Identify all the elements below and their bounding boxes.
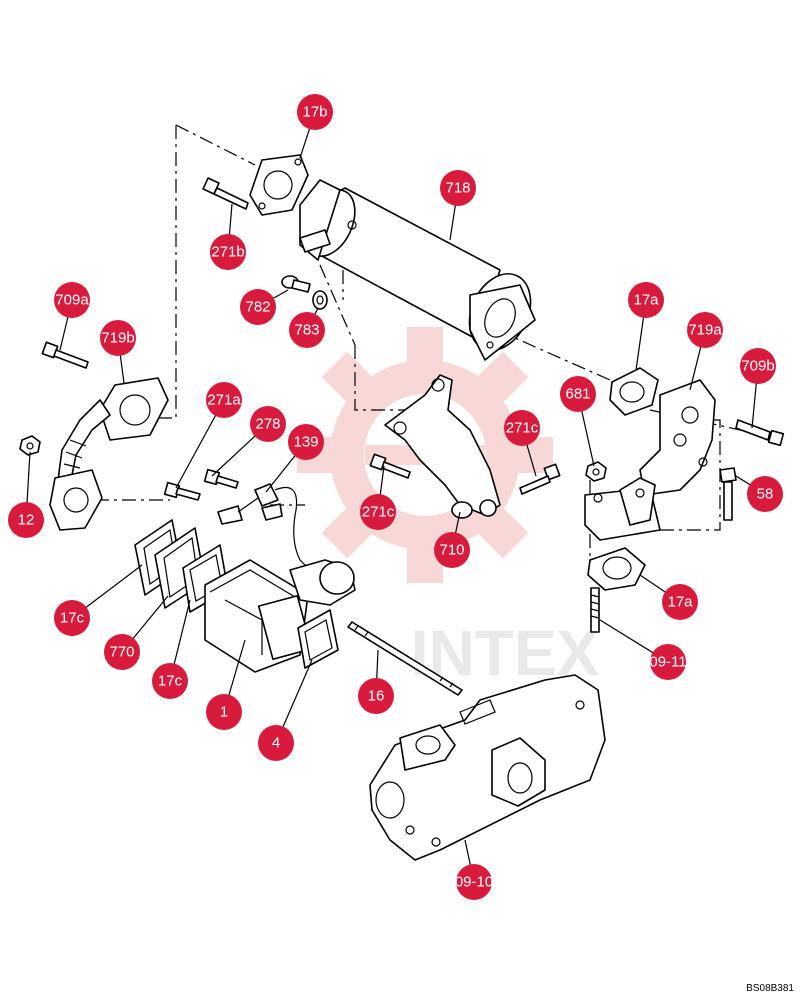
- callout-709a[interactable]: 709a: [54, 282, 90, 318]
- callout-1[interactable]: 1: [206, 694, 242, 730]
- callout-4[interactable]: 4: [258, 725, 294, 761]
- nut-12: [19, 435, 41, 456]
- svg-text:719a: 719a: [688, 322, 722, 339]
- svg-text:17b: 17b: [302, 104, 327, 121]
- callout-770[interactable]: 770: [104, 634, 140, 670]
- reference-code: BS08B381: [746, 983, 794, 994]
- svg-text:719b: 719b: [101, 330, 134, 347]
- svg-text:4: 4: [272, 735, 280, 752]
- callout-09-10[interactable]: 09-10: [455, 864, 493, 900]
- callout-718[interactable]: 718: [440, 170, 476, 206]
- callout-783[interactable]: 783: [289, 312, 325, 348]
- svg-text:718: 718: [445, 180, 470, 197]
- callout-58[interactable]: 58: [747, 476, 783, 512]
- callout-271c-right[interactable]: 271c: [504, 410, 540, 446]
- svg-text:12: 12: [18, 512, 35, 529]
- svg-text:782: 782: [245, 299, 270, 316]
- egr-valve-1: [204, 559, 356, 673]
- bolt-271a: [163, 481, 201, 501]
- svg-text:139: 139: [293, 434, 318, 451]
- svg-text:709a: 709a: [55, 292, 89, 309]
- callout-719a[interactable]: 719a: [687, 312, 723, 348]
- elbow-719a: [639, 379, 716, 496]
- callout-271a[interactable]: 271a: [206, 382, 242, 418]
- long-stud-16: [347, 621, 463, 696]
- svg-text:09-10: 09-10: [455, 874, 493, 891]
- svg-text:17c: 17c: [158, 673, 183, 690]
- stud-09-11: [590, 587, 600, 633]
- washer-783: [312, 290, 328, 310]
- gasket-17a-bottom: [587, 547, 646, 591]
- bolt-58: [719, 467, 737, 521]
- callout-782[interactable]: 782: [240, 289, 276, 325]
- svg-text:17a: 17a: [633, 292, 659, 309]
- pipe-719b: [49, 377, 169, 531]
- bolt-278: [203, 468, 239, 489]
- callout-139[interactable]: 139: [288, 424, 324, 460]
- bolt-271c-right: [519, 463, 561, 495]
- svg-text:1: 1: [220, 704, 228, 721]
- bolt-271b: [202, 177, 249, 210]
- svg-text:278: 278: [255, 416, 280, 433]
- svg-text:681: 681: [565, 386, 590, 403]
- bolt-709b: [735, 419, 785, 447]
- svg-text:710: 710: [439, 542, 464, 559]
- callout-278[interactable]: 278: [250, 406, 286, 442]
- svg-text:770: 770: [109, 644, 134, 661]
- callout-17c-left[interactable]: 17c: [54, 600, 90, 636]
- svg-text:271c: 271c: [362, 504, 395, 521]
- svg-text:58: 58: [757, 486, 774, 503]
- bolt-709a: [41, 341, 89, 369]
- svg-text:17a: 17a: [667, 594, 693, 611]
- svg-text:271a: 271a: [207, 392, 241, 409]
- callout-17c[interactable]: 17c: [152, 663, 188, 699]
- bolt-271c: [369, 453, 411, 479]
- sensor-harness-139: [217, 483, 311, 571]
- bolt-782: [281, 275, 311, 293]
- callout-17b[interactable]: 17b: [297, 94, 333, 130]
- bracket-710: [384, 374, 501, 519]
- svg-text:271c: 271c: [506, 420, 539, 437]
- callout-681[interactable]: 681: [560, 376, 596, 412]
- svg-text:271b: 271b: [211, 244, 244, 261]
- svg-text:783: 783: [294, 322, 319, 339]
- callout-16[interactable]: 16: [358, 678, 394, 714]
- callout-17a-top[interactable]: 17a: [628, 282, 664, 318]
- callout-17a-bottom[interactable]: 17a: [662, 584, 698, 620]
- callout-271b[interactable]: 271b: [210, 234, 246, 270]
- callout-710[interactable]: 710: [434, 532, 470, 568]
- exhaust-manifold-09-10: [369, 674, 606, 861]
- callout-271c[interactable]: 271c: [360, 494, 396, 530]
- svg-text:709b: 709b: [741, 358, 774, 375]
- gasket-17b: [249, 154, 309, 216]
- nut-681: [585, 461, 607, 482]
- callout-09-11[interactable]: 09-11: [649, 644, 687, 680]
- svg-text:09-11: 09-11: [649, 654, 686, 671]
- outlet-bracket: [584, 477, 661, 541]
- gasket-17a-top: [609, 367, 659, 416]
- gasket-4: [297, 609, 339, 669]
- svg-text:17c: 17c: [60, 610, 85, 627]
- egr-cooler-718: [299, 179, 536, 361]
- svg-text:16: 16: [368, 688, 385, 705]
- callout-12[interactable]: 12: [8, 502, 44, 538]
- callout-719b[interactable]: 719b: [100, 320, 136, 356]
- callout-709b[interactable]: 709b: [740, 348, 776, 384]
